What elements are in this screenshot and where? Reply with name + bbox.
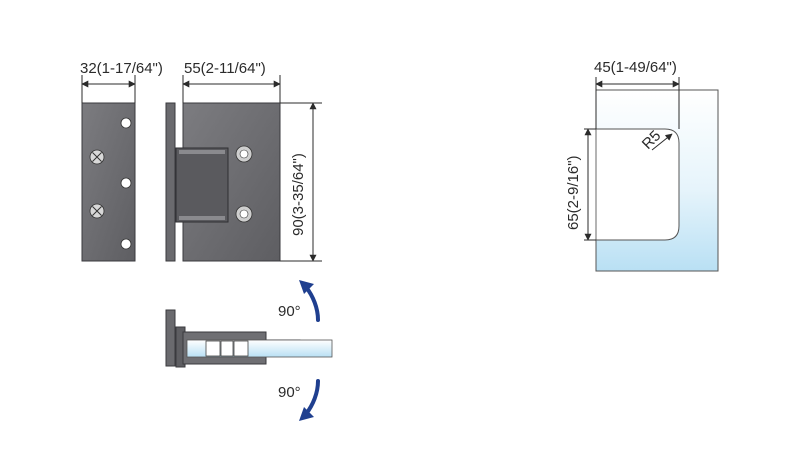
mounting-plate <box>81 102 136 262</box>
rotation-down-indicator: 90° <box>278 379 320 421</box>
cutout-width-label: 45(1-49/64") <box>594 59 677 76</box>
glass-cutout-view <box>595 89 719 272</box>
plate-width-label: 32(1-17/64") <box>80 60 163 77</box>
body-height-label: 90(3-35/64") <box>290 153 307 236</box>
dimension-cutout-width: 45(1-49/64") <box>594 59 680 129</box>
dimension-body-width: 55(2-11/64") <box>182 60 281 103</box>
plate-hole-top <box>120 117 132 129</box>
plate-screw-bottom <box>89 203 105 219</box>
arrow-down-icon <box>299 407 314 421</box>
corner-radius-label: R5 <box>639 127 665 153</box>
body-screw-bottom <box>235 205 253 223</box>
dimension-cutout-height: 65(2-9/16") <box>565 128 596 241</box>
plate-hole-middle <box>120 177 132 189</box>
cutout-height-label: 65(2-9/16") <box>565 155 582 230</box>
rotation-down-label: 90° <box>278 384 301 401</box>
hinge-body <box>165 102 281 262</box>
glass-panel <box>595 89 719 272</box>
hinge-back-flange <box>165 102 176 262</box>
body-screw-top <box>235 145 253 163</box>
dimension-body-height: 90(3-35/64") <box>280 102 322 262</box>
hinge-top-view <box>165 309 333 368</box>
body-width-label: 55(2-11/64") <box>184 60 266 77</box>
dimension-plate-width: 32(1-17/64") <box>80 60 163 103</box>
arrow-up-icon <box>299 280 314 294</box>
plate-screw-top <box>89 149 105 165</box>
plate-hole-bottom <box>120 238 132 250</box>
rotation-up-label: 90° <box>278 303 301 320</box>
hinge-knuckle <box>175 147 229 223</box>
rotation-up-indicator: 90° <box>278 280 320 322</box>
dimension-corner-radius: R5 <box>639 127 673 153</box>
